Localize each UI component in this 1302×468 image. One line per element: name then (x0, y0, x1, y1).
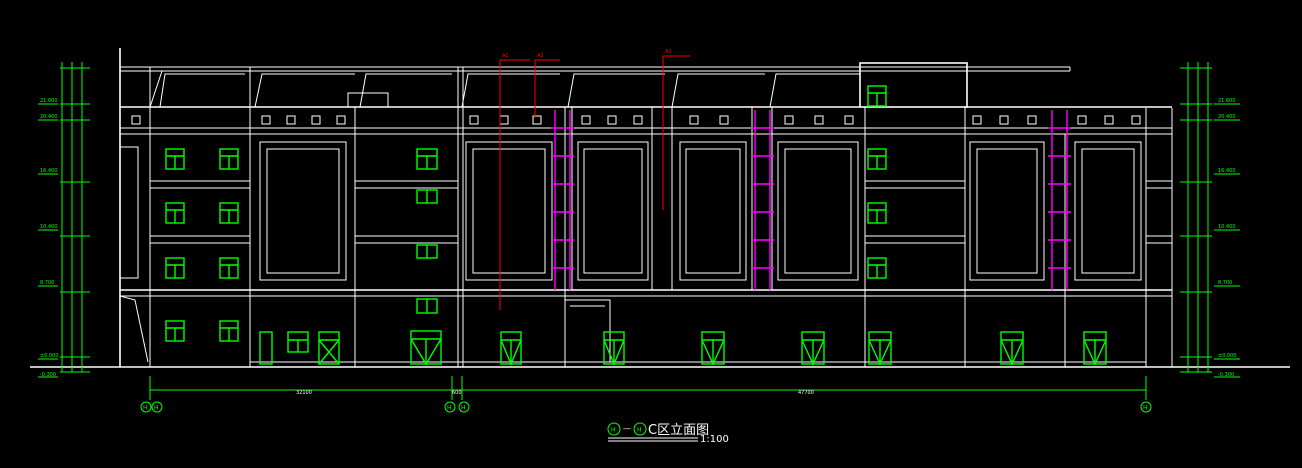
right-elev-5: 8.700 (1218, 280, 1232, 286)
left-elev-6: ±0.000 (40, 353, 59, 359)
axis-bubbles: H H H H H (140, 401, 1152, 413)
facade-panels (259, 141, 1142, 281)
svg-text:H: H (461, 405, 466, 412)
window (219, 257, 239, 279)
window (165, 320, 185, 342)
svg-text:H: H (1143, 405, 1148, 412)
ladder (1048, 110, 1071, 290)
door (1000, 331, 1024, 366)
title-dash: — (623, 424, 631, 433)
axis-bubble: H (458, 401, 470, 413)
building-outline (119, 48, 1173, 367)
ladder (551, 110, 574, 290)
title-name: C区立面图 (648, 423, 709, 438)
window (867, 202, 887, 224)
left-elev-1: 21.600 (40, 98, 58, 104)
right-elev-3: 16.400 (1218, 168, 1236, 174)
window (219, 202, 239, 224)
axis-bubble: H (140, 401, 152, 413)
left-elev-2: 20.400 (40, 114, 58, 120)
doors (259, 330, 1107, 366)
svg-text:H: H (143, 405, 148, 412)
span-left-label: 32100 (296, 390, 312, 396)
left-elevation-markers (38, 103, 58, 378)
left-elev-7: -0.300 (40, 372, 56, 378)
windows (165, 85, 887, 353)
window (165, 202, 185, 224)
right-elevation-markers (1214, 103, 1240, 378)
right-elev-1: 21.600 (1218, 98, 1236, 104)
red-label-2: A2 (537, 53, 544, 59)
left-elev-5: 8.700 (40, 280, 54, 286)
door (259, 331, 273, 365)
window (867, 148, 887, 170)
right-elev-7: -0.300 (1218, 372, 1234, 378)
red-label-3: A3 (665, 49, 672, 55)
title-axis-to: H (637, 427, 642, 434)
window (219, 320, 239, 342)
left-dimension-column: 21.600 20.400 16.400 10.400 8.700 ±0.000… (38, 62, 90, 378)
window (416, 148, 438, 170)
right-dimension-column: 21.600 20.400 16.400 10.400 8.700 ±0.000… (1180, 62, 1240, 378)
window (867, 85, 887, 107)
window (165, 148, 185, 170)
window (416, 244, 438, 259)
axis-bubble: H (1140, 401, 1152, 413)
red-label-1: A1 (502, 53, 509, 59)
svg-text:H: H (154, 405, 159, 412)
door (701, 331, 725, 366)
cornice-vents (131, 115, 1141, 125)
bottom-dimension: 32100 600 47700 (149, 376, 1147, 400)
svg-text:H: H (447, 405, 452, 412)
title-scale: 1:100 (700, 434, 729, 445)
window (165, 257, 185, 279)
magenta-ladders (551, 110, 1071, 290)
ladder (751, 110, 774, 290)
window (287, 331, 309, 353)
left-elev-4: 10.400 (40, 224, 58, 230)
span-gap-label: 600 (452, 390, 462, 396)
window (416, 189, 438, 204)
right-elev-6: ±0.000 (1218, 353, 1237, 359)
door (801, 331, 825, 366)
door (868, 331, 892, 366)
window (219, 148, 239, 170)
door (500, 331, 522, 366)
door (318, 331, 340, 365)
window (416, 298, 438, 314)
right-elev-4: 10.400 (1218, 224, 1236, 230)
title-axis-from: H (611, 427, 616, 434)
window (867, 257, 887, 279)
door (1083, 331, 1107, 366)
axis-bubble: H (151, 401, 163, 413)
drawing-title: H — H C区立面图 1:100 (607, 422, 729, 445)
red-annotations: A1 A2 A3 (499, 49, 690, 310)
span-right-label: 47700 (798, 390, 814, 396)
right-elev-2: 20.400 (1218, 114, 1236, 120)
door (603, 331, 625, 366)
left-elev-3: 16.400 (40, 168, 58, 174)
axis-bubble: H (444, 401, 456, 413)
door (410, 330, 442, 366)
